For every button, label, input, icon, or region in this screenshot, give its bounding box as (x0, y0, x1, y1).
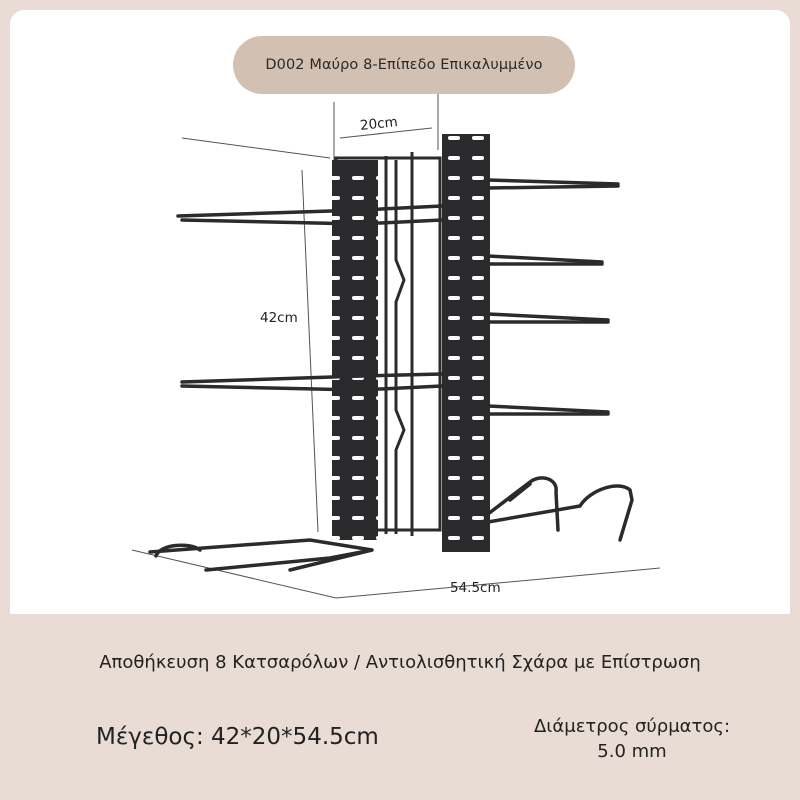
height-dimension-label: 42cm (260, 310, 298, 326)
product-caption: Αποθήκευση 8 Κατσαρόλων / Αντιολισθητική… (99, 652, 701, 673)
length-dimension-label: 54.5cm (450, 580, 501, 596)
rack-left-shelves (148, 204, 444, 572)
pan-rack-illustration (131, 94, 661, 599)
product-photo: D002 Μαύρο 8-Επίπεδο Επικαλυμμένο 20cm 4… (10, 10, 790, 614)
wire-diameter-value: 5.0 mm (597, 741, 667, 762)
wire-diameter-label: Διάμετρος σύρματος: (533, 716, 731, 737)
variant-label-pill: D002 Μαύρο 8-Επίπεδο Επικαλυμμένο (233, 36, 575, 94)
size-text: Μέγεθος: 42*20*54.5cm (96, 724, 379, 750)
dimension-lines (131, 94, 661, 599)
wire-diameter: Διάμετρος σύρματος: 5.0 mm (502, 714, 762, 764)
rack-right-shelves (486, 178, 634, 542)
rack-back-frame (334, 152, 442, 536)
variant-label: D002 Μαύρο 8-Επίπεδο Επικαλυμμένο (265, 57, 543, 73)
